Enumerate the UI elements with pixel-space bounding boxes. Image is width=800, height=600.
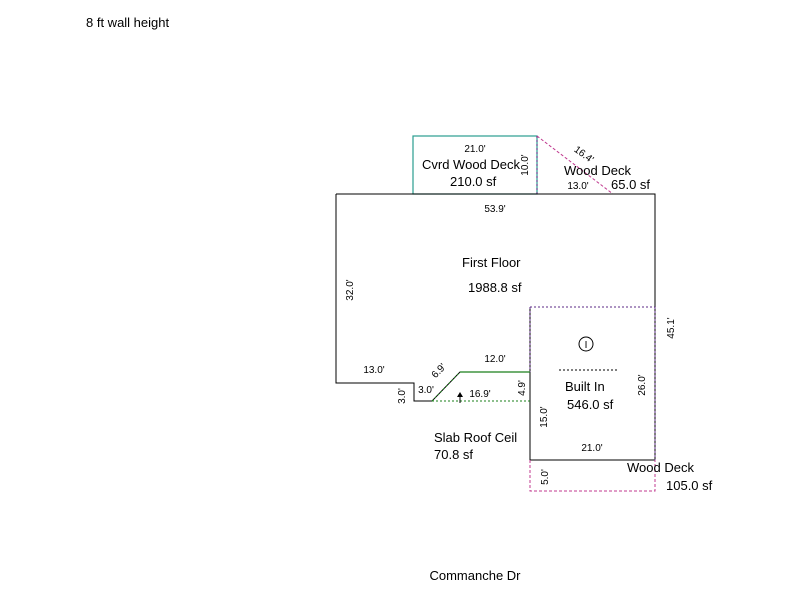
- built-in-marker-circle: [578, 336, 594, 352]
- dim-deck-bottom: 13.0': [567, 181, 588, 192]
- slab-pointer-arrow: [457, 392, 463, 397]
- wood-deck-bottom-outline: [529, 460, 656, 492]
- cvrd-wood-deck-area: 210.0 sf: [450, 174, 497, 189]
- wood-deck-bottom-label: Wood Deck: [627, 460, 694, 475]
- first-floor-area: 1988.8 sf: [468, 280, 522, 295]
- dim-deck-bottom-side: 5.0': [540, 469, 551, 485]
- dim-slab-side: 4.9': [517, 380, 528, 396]
- dim-slab-top: 12.0': [484, 354, 505, 365]
- wood-deck-bottom-area: 105.0 sf: [666, 478, 713, 493]
- dim-built-right: 26.0': [637, 374, 648, 395]
- slab-diagonal-edge: [431, 371, 461, 402]
- cvrd-wood-deck-label: Cvrd Wood Deck: [422, 157, 521, 172]
- dim-built-left: 15.0': [539, 406, 550, 427]
- dim-built-bottom: 21.0': [581, 443, 602, 454]
- built-in-marker: I: [585, 340, 588, 351]
- first-floor-label: First Floor: [462, 255, 521, 270]
- built-in-label: Built In: [565, 379, 605, 394]
- wood-deck-top-label: Wood Deck: [564, 163, 631, 178]
- dim-floor-left: 32.0': [345, 279, 356, 300]
- street-label: Commanche Dr: [429, 568, 521, 583]
- wood-deck-top-area: 65.0 sf: [611, 177, 650, 192]
- slab-roof-ceil-area: 70.8 sf: [434, 447, 473, 462]
- slab-roof-ceil-label: Slab Roof Ceil: [434, 430, 517, 445]
- first-floor-outline-top: [336, 193, 656, 307]
- dim-notch-side: 3.0': [397, 388, 408, 404]
- dim-notch-bottom: 3.0': [418, 385, 434, 396]
- dim-cvrd-side: 10.0': [520, 154, 531, 175]
- dim-notch-top: 13.0': [363, 365, 384, 376]
- dim-floor-right: 45.1': [666, 317, 677, 338]
- dim-floor-top: 53.9': [484, 204, 505, 215]
- dim-slab-bottom: 16.9': [469, 389, 490, 400]
- dim-cvrd-top: 21.0': [464, 144, 485, 155]
- wall-height-note: 8 ft wall height: [86, 15, 169, 30]
- dim-diagonal: 6.9': [430, 362, 449, 381]
- built-in-area: 546.0 sf: [567, 397, 614, 412]
